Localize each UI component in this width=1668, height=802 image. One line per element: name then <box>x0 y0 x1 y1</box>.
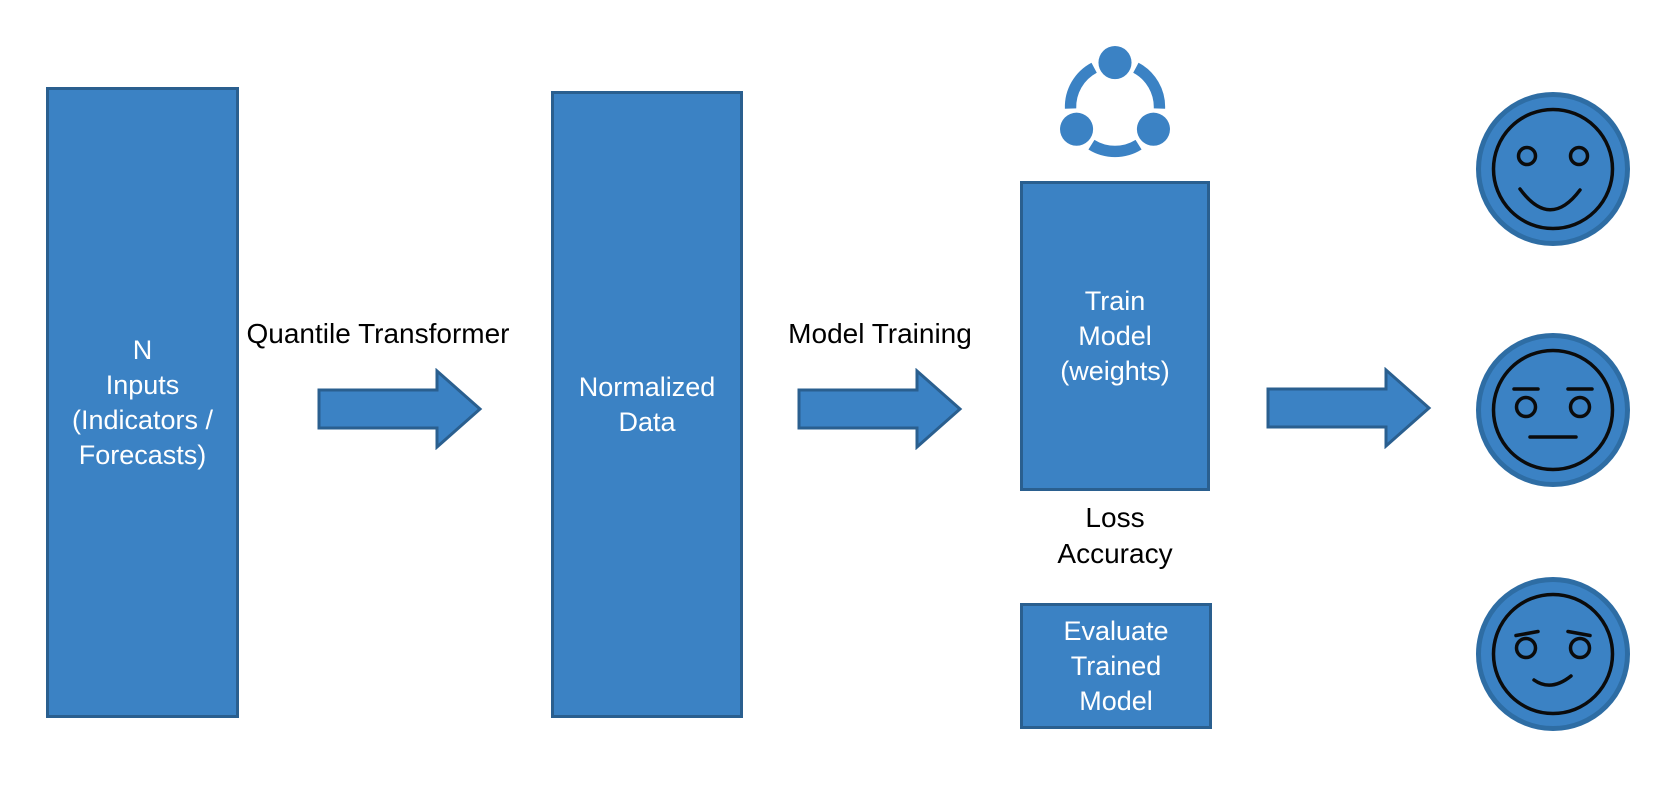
evaluate-box-line: Evaluate <box>1063 615 1169 646</box>
flow-arrow-right-icon <box>797 367 963 451</box>
train-box-line: Model <box>1078 320 1152 351</box>
train-box-line: (weights) <box>1060 355 1170 386</box>
input-box-line: Forecasts) <box>78 439 207 470</box>
normalized-box-line: Data <box>618 406 676 437</box>
evaluate-box-line: Trained <box>1070 650 1162 681</box>
model-training-label: Model Training <box>788 318 972 349</box>
train-box-line: Train <box>1084 285 1146 316</box>
normalized-data-box: Normalized Data <box>551 91 743 718</box>
happy-face-icon <box>1473 89 1633 249</box>
input-box: N Inputs (Indicators / Forecasts) <box>46 87 239 718</box>
loss-accuracy-label: Loss Accuracy <box>955 500 1275 572</box>
accuracy-label-line: Accuracy <box>1057 538 1173 569</box>
quantile-transformer-label: Quantile Transformer <box>246 318 510 349</box>
input-box-line: Inputs <box>105 369 180 400</box>
flow-arrow-right-icon <box>317 367 483 451</box>
flow-arrow-right-icon <box>1266 366 1432 450</box>
input-box-line: (Indicators / <box>71 404 214 435</box>
input-box-line: N <box>132 334 153 365</box>
evaluate-box-line: Model <box>1079 685 1153 716</box>
normalized-box-line: Normalized <box>578 371 716 402</box>
train-model-box: Train Model (weights) <box>1020 181 1210 491</box>
evaluate-model-box: Evaluate Trained Model <box>1020 603 1212 729</box>
neutral-face-icon <box>1473 330 1633 490</box>
sad-face-icon <box>1473 574 1633 734</box>
share-network-icon <box>1053 45 1177 169</box>
loss-label-line: Loss <box>1085 502 1145 533</box>
